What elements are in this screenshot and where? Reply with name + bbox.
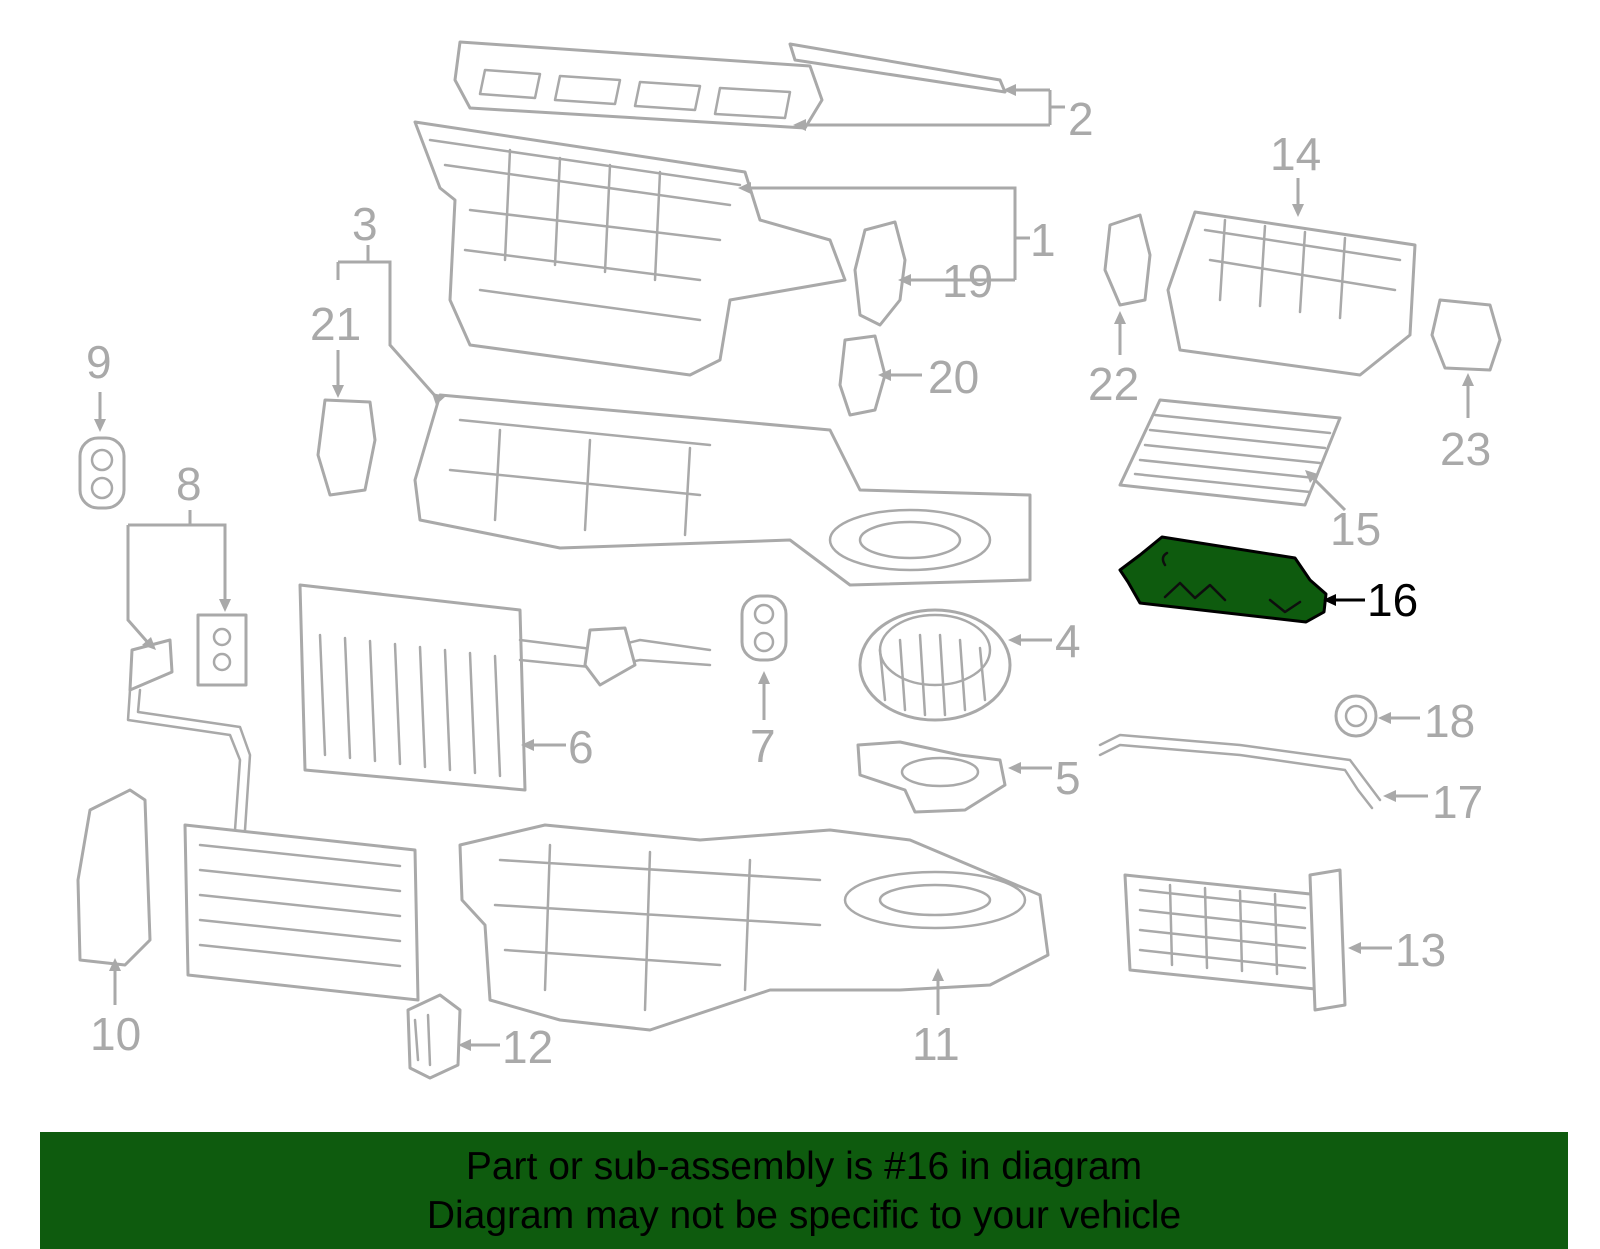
arrowheads bbox=[94, 84, 1474, 1051]
part-3 bbox=[413, 393, 1032, 587]
part-10 bbox=[76, 688, 252, 967]
callout-20: 20 bbox=[928, 351, 979, 403]
part-21 bbox=[316, 398, 377, 497]
part-22 bbox=[1103, 213, 1152, 307]
callout-10: 10 bbox=[90, 1008, 141, 1060]
part-13 bbox=[1123, 868, 1347, 1012]
callout-18: 18 bbox=[1424, 695, 1475, 747]
part-2 bbox=[453, 40, 1007, 130]
callout-5: 5 bbox=[1055, 752, 1081, 804]
heater-core bbox=[183, 823, 420, 1002]
part-1 bbox=[413, 120, 847, 377]
banner-line-2: Diagram may not be specific to your vehi… bbox=[426, 1194, 1182, 1237]
callout-2: 2 bbox=[1068, 93, 1094, 145]
callout-14: 14 bbox=[1270, 128, 1321, 180]
callout-15: 15 bbox=[1330, 503, 1381, 555]
part-11 bbox=[458, 823, 1050, 1032]
leader-lines bbox=[98, 88, 1470, 1047]
part-5 bbox=[856, 740, 1007, 814]
callout-12: 12 bbox=[502, 1021, 553, 1073]
callout-21: 21 bbox=[310, 298, 361, 350]
part-18 bbox=[1334, 694, 1378, 738]
part-9 bbox=[78, 436, 126, 510]
callout-22: 22 bbox=[1088, 358, 1139, 410]
callout-4: 4 bbox=[1055, 615, 1081, 667]
part-16 bbox=[1118, 535, 1328, 624]
part-20 bbox=[838, 334, 887, 417]
callout-19: 19 bbox=[942, 255, 993, 307]
part-23 bbox=[1430, 298, 1502, 372]
callout-8: 8 bbox=[176, 458, 202, 510]
part-6 bbox=[298, 583, 712, 792]
part-8 bbox=[128, 613, 248, 692]
callout-23: 23 bbox=[1440, 423, 1491, 475]
callout-3: 3 bbox=[352, 198, 378, 250]
part-4 bbox=[858, 608, 1012, 722]
callout-16: 16 bbox=[1367, 574, 1418, 626]
callout-9: 9 bbox=[86, 336, 112, 388]
part-15 bbox=[1118, 398, 1342, 507]
callout-11: 11 bbox=[912, 1018, 960, 1070]
part-19 bbox=[853, 220, 907, 327]
part-7 bbox=[740, 594, 788, 662]
part-14 bbox=[1166, 210, 1417, 377]
callout-17: 17 bbox=[1432, 776, 1483, 828]
part-17 bbox=[1098, 733, 1382, 810]
callout-6: 6 bbox=[568, 721, 594, 773]
callout-13: 13 bbox=[1395, 924, 1446, 976]
banner-line-1: Part or sub-assembly is #16 in diagram bbox=[465, 1145, 1143, 1188]
callout-1: 1 bbox=[1030, 214, 1056, 266]
part-12 bbox=[406, 993, 462, 1080]
info-banner: Part or sub-assembly is #16 in diagram D… bbox=[40, 1132, 1568, 1249]
callout-7: 7 bbox=[750, 720, 776, 772]
callout-labels: 1 2 3 4 5 6 7 8 9 10 11 12 13 14 15 16 1… bbox=[86, 93, 1491, 1073]
